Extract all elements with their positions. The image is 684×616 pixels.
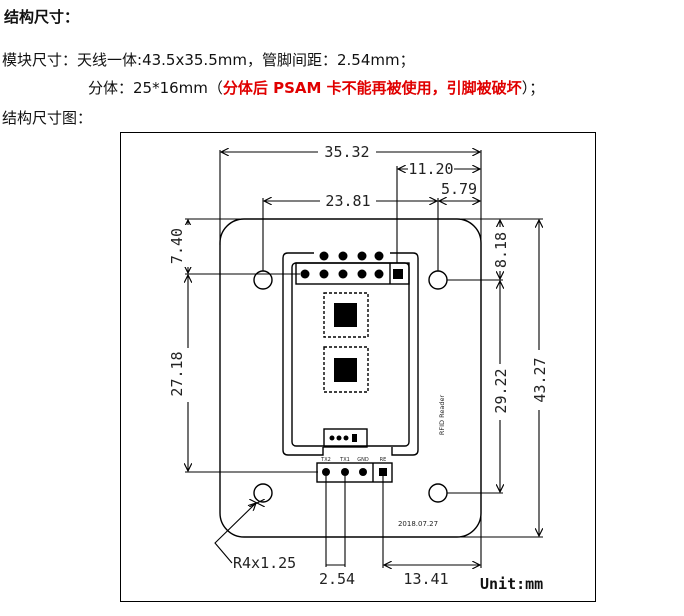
chip [323, 292, 369, 338]
dim-top-to-hole: 7.40 [168, 228, 186, 264]
board-label: RFID Reader [438, 395, 446, 436]
pin-label: TX2 [320, 457, 331, 463]
pin-label: TX1 [339, 457, 350, 463]
antenna-trace [282, 252, 419, 456]
pin-label: RE [380, 457, 387, 463]
split-size-line: 分体：25*16mm（分体后 PSAM 卡不能再被使用，引脚被破坏）； [88, 78, 544, 98]
dim-corner-radius: R4x1.25 [233, 554, 296, 572]
module-size-line: 模块尺寸：天线一体:43.5x35.5mm，管脚间距：2.54mm； [2, 50, 415, 70]
split-warning: 分体后 PSAM 卡不能再被使用，引脚被破坏 [222, 79, 522, 97]
dim-hole-spacing-y: 29.22 [492, 368, 510, 413]
dim-pin-offset: 13.41 [403, 570, 448, 588]
chip [323, 346, 369, 393]
drawing-frame [120, 132, 596, 602]
dim-hole-offset: 5.79 [441, 180, 477, 198]
integrated-size: 天线一体:43.5x35.5mm，管脚间距：2.54mm； [77, 51, 415, 69]
module-size-label: 模块尺寸： [2, 51, 78, 69]
section-heading: 结构尺寸： [4, 8, 80, 26]
small-connector [323, 428, 368, 448]
dim-top-to-hole-right: 8.18 [492, 232, 510, 268]
top-connector [295, 262, 410, 285]
mount-hole [428, 483, 448, 503]
pin-label: GND [357, 457, 369, 463]
split-size: 分体：25*16mm（ [88, 79, 223, 97]
unit-label: Unit:mm [480, 575, 543, 593]
split-suffix: ）； [521, 79, 545, 97]
module-outline [291, 262, 410, 447]
dim-left-vertical: 27.18 [168, 351, 186, 396]
mount-hole [428, 270, 448, 290]
dim-pin-pitch: 2.54 [319, 570, 355, 588]
mount-hole [253, 483, 273, 503]
board-date: 2018.07.27 [398, 520, 438, 528]
dim-height-total: 43.27 [531, 357, 549, 402]
dim-width-total: 35.32 [324, 143, 369, 161]
dim-hole-spacing-x: 23.81 [325, 192, 370, 210]
drawing-title: 结构尺寸图： [2, 109, 93, 127]
dim-right-offset: 11.20 [408, 160, 453, 178]
